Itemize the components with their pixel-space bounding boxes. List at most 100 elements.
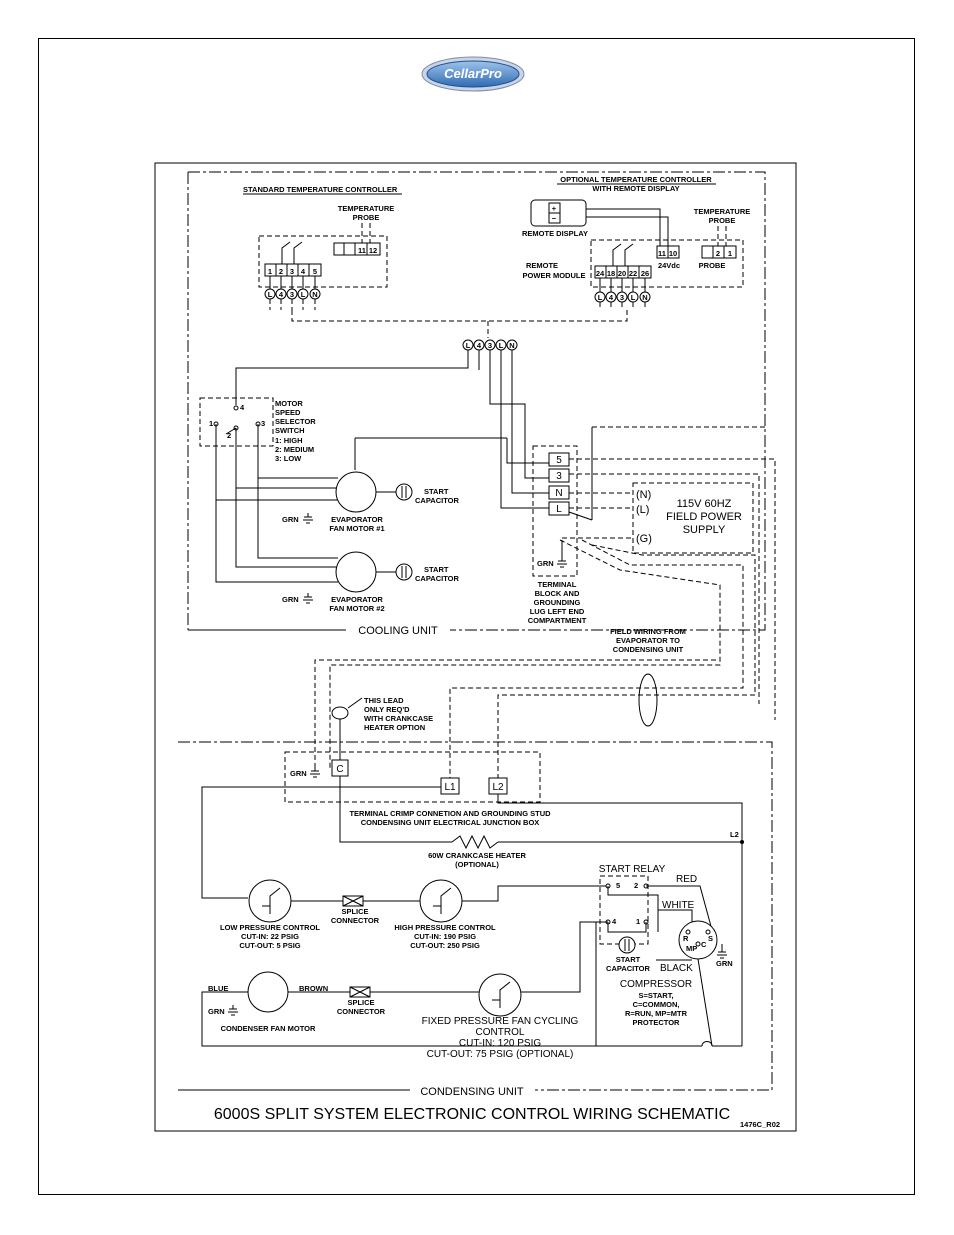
tb-terminal-l: L <box>556 504 562 515</box>
opt-lead-n: N <box>642 293 647 302</box>
splice-1-label: SPLICE <box>341 907 368 916</box>
high-pressure-control: HIGH PRESSURE CONTROL CUT-IN: 190 PSIG C… <box>394 879 496 950</box>
evaporator-fan-motor-1: START CAPACITOR GRN EVAPORATOR FAN MOTOR… <box>282 471 459 533</box>
fan1-cap-label: START <box>424 487 449 496</box>
cu-grn-label: GRN <box>290 769 307 778</box>
comp-pin-s: S <box>708 934 713 943</box>
optional-temperature-controller: OPTIONAL TEMPERATURE CONTROLLER WITH REM… <box>522 175 750 310</box>
wire-brown-label: BROWN <box>299 984 328 993</box>
field-wiring-label: FIELD WIRING FROM <box>610 627 686 636</box>
probe-label: PROBE <box>699 261 726 270</box>
optional-controller-subtitle: WITH REMOTE DISPLAY <box>592 184 679 193</box>
ground-icon <box>228 1005 238 1016</box>
low-pressure-cutout: CUT-OUT: 5 PSIG <box>239 941 300 950</box>
junction-lead-n: N <box>509 341 514 350</box>
fan-grn-label: GRN <box>208 1007 225 1016</box>
tb-terminal-3: 3 <box>556 471 562 482</box>
condensing-unit-label: CONDENSING UNIT <box>420 1086 524 1098</box>
probe-terminal-12: 12 <box>369 246 377 255</box>
high-pressure-cutin: CUT-IN: 190 PSIG <box>414 932 476 941</box>
junction-leads: L 4 3 L N <box>462 339 518 351</box>
fan2-label: EVAPORATOR <box>331 595 383 604</box>
fan-cycling-label: FIXED PRESSURE FAN CYCLING <box>422 1016 579 1027</box>
switch-label-speed: SPEED <box>275 408 301 417</box>
fan-cycling-cutout: CUT-OUT: 75 PSIG (OPTIONAL) <box>427 1049 574 1060</box>
l2-line-label: L2 <box>730 830 739 839</box>
remote-minus: − <box>552 214 557 223</box>
fan2-grn-label: GRN <box>282 595 299 604</box>
heater-label: 60W CRANKCASE HEATER <box>428 851 526 860</box>
terminal-block: 5 3 N L GRN TERMINAL BLOCK AND GROUNDING… <box>528 445 587 625</box>
wire-white-label: WHITE <box>662 900 695 911</box>
supply-n: (N) <box>636 489 651 501</box>
tb-terminal-5: 5 <box>556 455 562 466</box>
field-wiring-label-2: EVAPORATOR TO <box>616 636 680 645</box>
cooling-unit-label: COOLING UNIT <box>358 625 438 637</box>
junction-lead-l: L <box>466 341 471 350</box>
fan2-cap-label: START <box>424 565 449 574</box>
std-terminal-1: 1 <box>268 267 272 276</box>
heater-label-2: (OPTIONAL) <box>455 860 499 869</box>
fan-cycling-label-2: CONTROL <box>476 1027 525 1038</box>
remote-module-label-2: POWER MODULE <box>523 271 586 280</box>
compressor-s: S=START, <box>638 991 673 1000</box>
ground-icon <box>303 593 313 604</box>
ground-icon <box>717 944 727 959</box>
remote-plus: + <box>552 204 557 213</box>
terminal-l1: L1 <box>444 782 456 793</box>
switch-pin-4: 4 <box>240 403 245 412</box>
condenser-fan-motor: BLUE BROWN GRN CONDENSER FAN MOTOR <box>208 971 328 1033</box>
terminal-c: C <box>336 764 343 775</box>
junction-label: TERMINAL CRIMP CONNETION AND GROUNDING S… <box>349 809 551 818</box>
splice-2-label-2: CONNECTOR <box>337 1007 386 1016</box>
switch-pin-2: 2 <box>227 431 231 440</box>
tb-label-5: COMPARTMENT <box>528 616 587 625</box>
relay-cap-label-2: CAPACITOR <box>606 964 650 973</box>
fan1-cap-label-2: CAPACITOR <box>415 496 459 505</box>
comp-pin-r: R <box>683 934 689 943</box>
schematic-border <box>154 162 797 1132</box>
std-terminal-3: 3 <box>290 267 294 276</box>
standard-probe-label-2: PROBE <box>353 213 380 222</box>
remote-display-label: REMOTE DISPLAY <box>522 229 588 238</box>
opt-probe-terminal-2: 2 <box>716 249 720 258</box>
lead-note-2: ONLY REQ'D <box>364 705 410 714</box>
compressor-r: R=RUN, MP=MTR <box>625 1009 688 1018</box>
relay-cap-label: START <box>616 955 641 964</box>
switch-pin-1: 1 <box>209 419 213 428</box>
lead-note-4: HEATER OPTION <box>364 723 425 732</box>
tb-label-1: TERMINAL <box>538 580 577 589</box>
cooling-unit: COOLING UNIT STANDARD TEMPERATURE CONTRO… <box>187 171 776 778</box>
std-lead-l: L <box>268 290 273 299</box>
fan1-label-2: FAN MOTOR #1 <box>329 524 384 533</box>
field-wiring: FIELD WIRING FROM EVAPORATOR TO CONDENSI… <box>610 627 686 727</box>
std-terminal-2: 2 <box>279 267 283 276</box>
supply-label: FIELD POWER <box>666 511 742 523</box>
std-terminal-5: 5 <box>313 267 317 276</box>
switch-label-switch: SWITCH <box>275 426 305 435</box>
relay-pin-1: 1 <box>636 917 640 926</box>
fan1-grn-label: GRN <box>282 515 299 524</box>
standard-temperature-controller: STANDARD TEMPERATURE CONTROLLER TEMPERAT… <box>243 185 402 310</box>
junction-lead-4: 4 <box>477 341 482 350</box>
supply-voltage: 115V 60HZ <box>677 498 732 510</box>
tb-terminal-n: N <box>555 488 562 499</box>
ground-icon <box>303 513 313 524</box>
supply-label-2: SUPPLY <box>683 524 726 536</box>
relay-start-capacitor: START CAPACITOR <box>606 936 651 973</box>
splice-2-label: SPLICE <box>347 998 374 1007</box>
switch-label-high: 1: HIGH <box>275 436 303 445</box>
switch-label-selector: SELECTOR <box>275 417 316 426</box>
optional-probe-label-2: PROBE <box>709 216 736 225</box>
opt-lead-l2: L <box>631 293 636 302</box>
comp-pin-c: C <box>701 940 707 949</box>
condenser-fan-label: CONDENSER FAN MOTOR <box>221 1024 316 1033</box>
std-lead-l2: L <box>301 290 306 299</box>
tb-label-4: LUG LEFT END <box>530 607 585 616</box>
low-pressure-label: LOW PRESSURE CONTROL <box>220 923 320 932</box>
fan1-label: EVAPORATOR <box>331 515 383 524</box>
schematic-title: 6000S SPLIT SYSTEM ELECTRONIC CONTROL WI… <box>214 1106 730 1123</box>
standard-controller-title: STANDARD TEMPERATURE CONTROLLER <box>243 185 398 194</box>
supply-g: (G) <box>636 533 652 545</box>
